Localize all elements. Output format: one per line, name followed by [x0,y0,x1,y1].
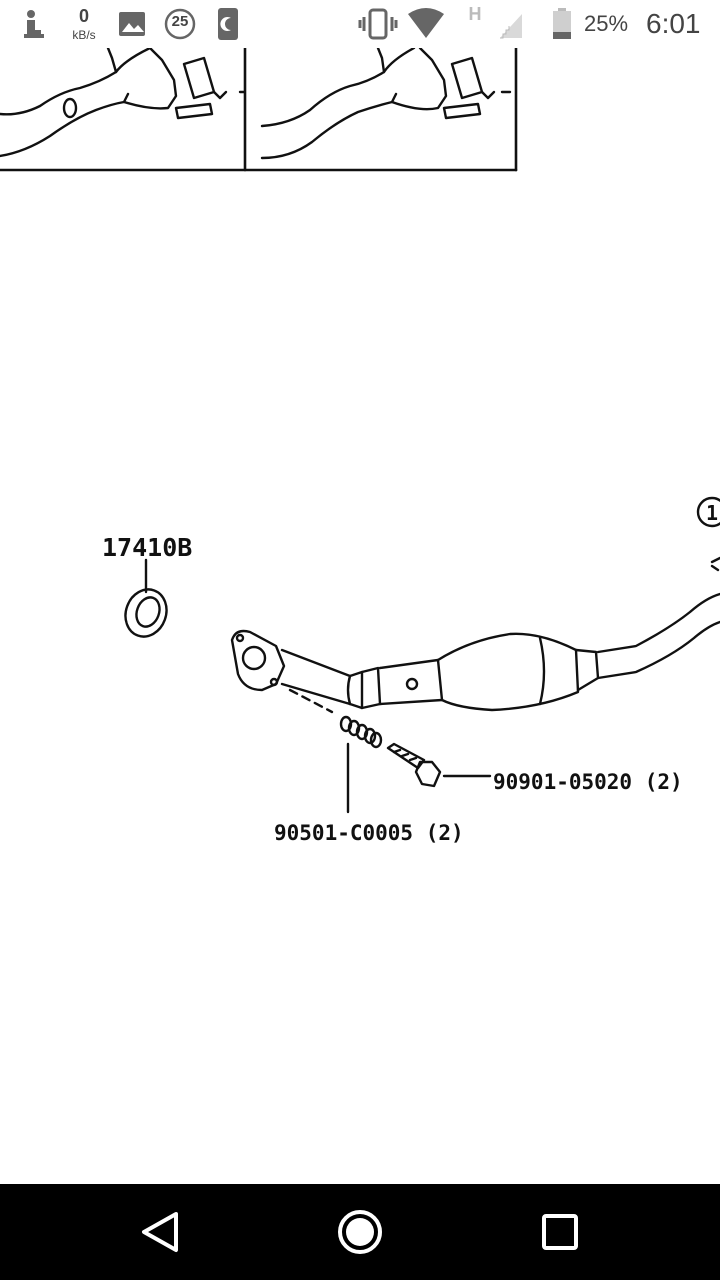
callout-marker-1 [696,496,720,528]
network-type: H [468,4,482,24]
moon-icon [218,8,238,40]
back-icon[interactable] [112,1200,208,1264]
gasket-part [124,558,168,638]
navigation-bar [0,1184,720,1280]
home-icon[interactable] [312,1200,408,1264]
image-icon [119,12,145,36]
data-speed-value: 0 [78,6,89,26]
bolt-part [386,742,492,788]
callout-spring-label: 90501-C0005 (2) [274,821,464,845]
image-viewer[interactable]: 17410B 90901-05020 (2) 90501-C0005 (2) 1 [0,48,720,1184]
usb-debug-icon [24,10,44,38]
badge-25-icon [164,8,196,40]
vibrate-icon [358,8,398,40]
cell-signal-icon [500,14,522,39]
notification-badge-count: 25 [171,13,189,30]
callout-bolt-label: 90901-05020 (2) [493,770,683,794]
exhaust-parts-diagram: 17410B 90901-05020 (2) 90501-C0005 (2) 1 [0,48,720,845]
inset-panel-left [0,48,246,158]
inset-panel-right [260,48,512,160]
spring-part [339,715,383,814]
data-speed-unit: kB/s [72,28,96,42]
callout-marker-1-label: 1 [706,501,718,525]
battery-percent: 25% [584,11,629,36]
front-pipe-catalytic-converter [230,556,720,712]
status-bar: 0 kB/s 25 H 25% 6:01 [0,0,720,48]
callout-gasket-label: 17410B [102,533,192,562]
recents-icon[interactable] [512,1200,608,1264]
wifi-icon [408,8,444,38]
battery-icon [553,8,571,39]
clock: 6:01 [646,8,701,39]
